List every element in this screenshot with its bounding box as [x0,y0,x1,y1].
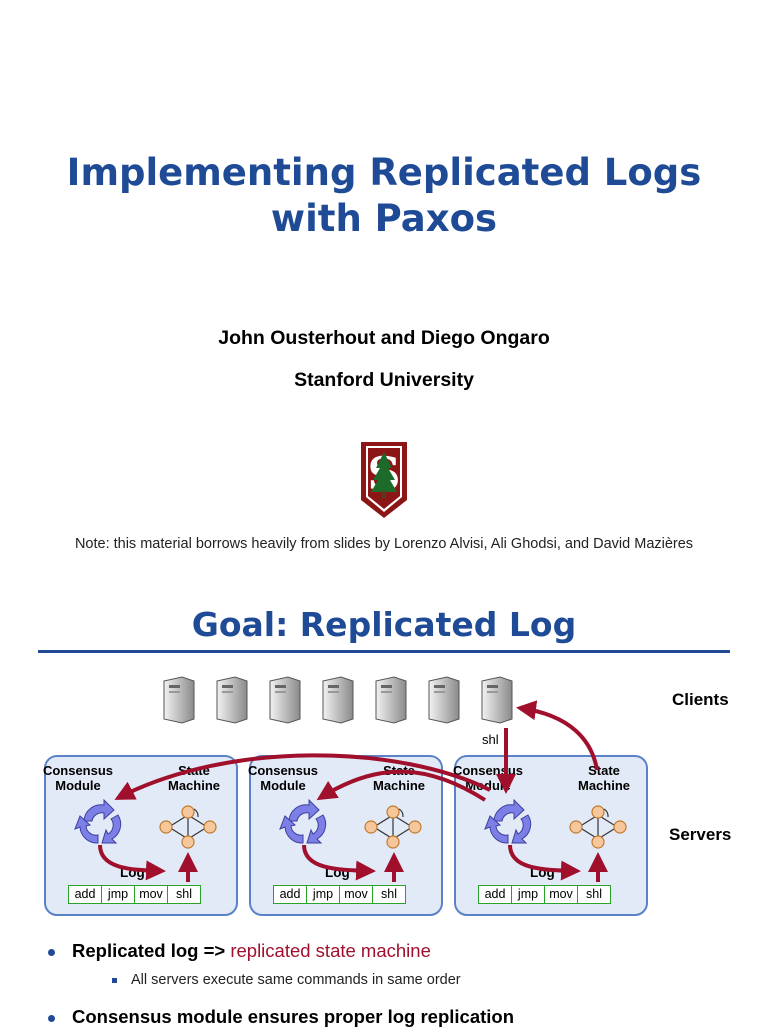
log-entry: mov [545,886,578,903]
log-label: Log [530,865,555,880]
title-divider [38,650,730,653]
state-label-line1: State [383,763,415,778]
client-computer-icon [428,676,460,724]
log-entry: add [479,886,512,903]
attribution-note: Note: this material borrows heavily from… [74,536,694,552]
title-line-2: with Paxos [270,197,498,240]
log-entry: add [69,886,102,903]
bullet-1-highlight: replicated state machine [230,940,431,961]
client-computer-icon [375,676,407,724]
client-row [160,675,520,729]
consensus-cycle-icon [74,799,122,844]
consensus-label-line1: Consensus [452,763,524,778]
authors: John Ousterhout and Diego Ongaro [218,327,550,349]
bullet-1-text: Replicated log => [72,940,231,961]
log-entry: jmp [512,886,545,903]
bullet-2: Consensus module ensures proper log repl… [48,1006,514,1028]
consensus-label-line2: Module [55,778,101,793]
client-computer-icon [481,676,513,724]
state-machine-icon [569,805,627,849]
consensus-label-line2: Module [260,778,306,793]
log-entry: mov [340,886,373,903]
consensus-label-line1: Consensus [247,763,319,778]
state-label-line1: State [178,763,210,778]
bullet-dot [48,948,55,956]
log-entry: shl [176,887,192,901]
bullet-dot [48,1014,55,1022]
client-computer-icon [163,676,195,724]
client-command-label: shl [482,732,499,747]
log-label: Log [120,865,145,880]
sub-bullet-1: All servers execute same commands in sam… [112,972,461,988]
state-label-line2: Machine [372,778,425,793]
consensus-cycle-icon [279,799,327,844]
log-entry: shl [381,887,397,901]
consensus-label-line2: Module [465,778,511,793]
log-entry: mov [135,886,168,903]
servers-label: Servers [669,825,732,844]
affiliation: Stanford University [294,369,474,391]
client-computer-icon [269,676,301,724]
log-entry: jmp [307,886,340,903]
state-label-line1: State [588,763,620,778]
sub-bullet-1-text: All servers execute same commands in sam… [131,972,461,988]
slide-title: Implementing Replicated Logs with Paxos [0,150,768,242]
log-entry: shl [586,887,602,901]
client-computer-icon [216,676,248,724]
state-label-line2: Machine [167,778,220,793]
client-computer-icon [322,676,354,724]
state-machine-icon [159,805,217,849]
title-line-1: Implementing Replicated Logs [66,151,702,194]
bullet-2-text: Consensus module ensures proper log repl… [72,1006,515,1027]
slide2-title: Goal: Replicated Log [191,605,577,644]
log-label: Log [325,865,350,880]
clients-label: Clients [672,690,729,709]
log-entry: jmp [102,886,135,903]
state-machine-icon [364,805,422,849]
consensus-label-line1: Consensus [42,763,114,778]
log-entry: add [274,886,307,903]
state-label-line2: Machine [577,778,630,793]
bullet-1: Replicated log => replicated state machi… [48,940,431,962]
sub-bullet-square [112,977,117,983]
stanford-logo: S [357,440,411,524]
consensus-cycle-icon [484,799,532,844]
